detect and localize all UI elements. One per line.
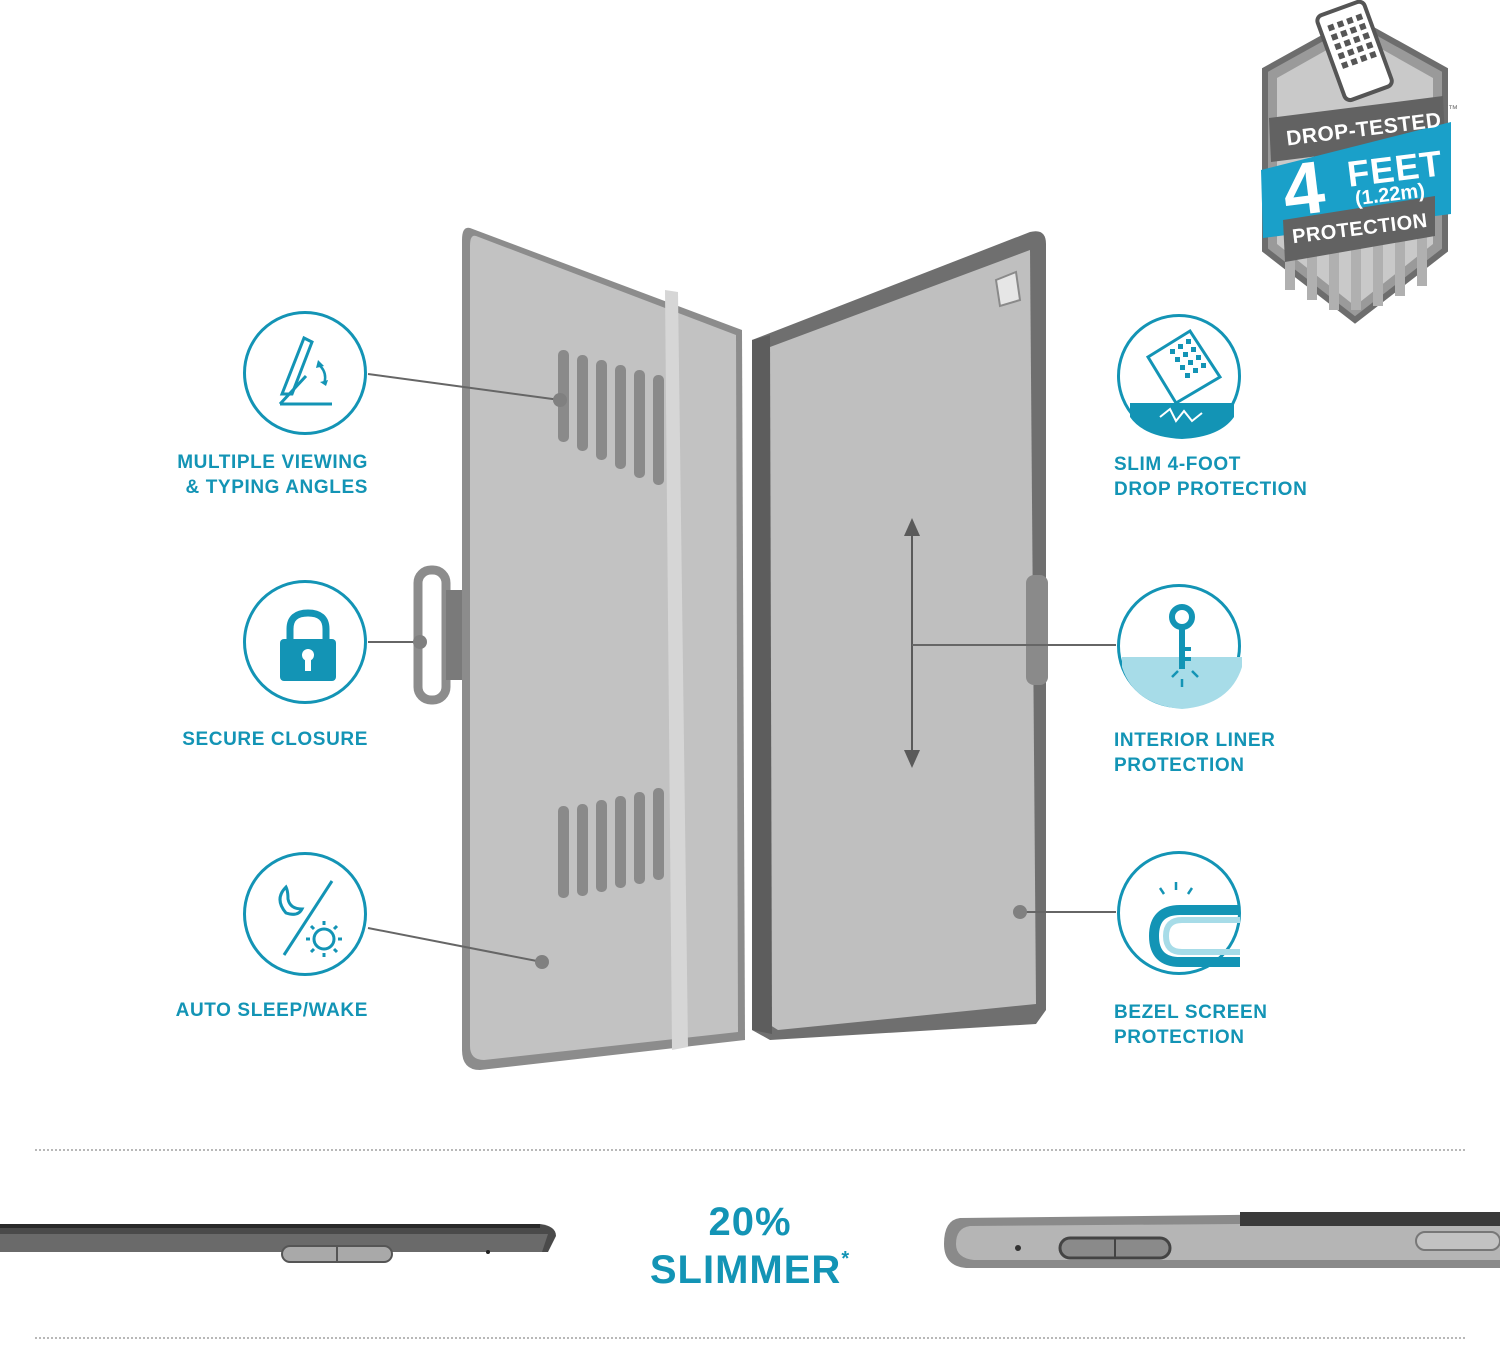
padlock-icon: [243, 580, 367, 704]
divider-bottom: [35, 1337, 1465, 1339]
feature-label-viewing: MULTIPLE VIEWING & TYPING ANGLES: [177, 452, 368, 498]
badge-trademark: ™: [1448, 104, 1458, 115]
feature-label-drop: SLIM 4-FOOT DROP PROTECTION: [1114, 454, 1308, 500]
feature-label-sleep: AUTO SLEEP/WAKE: [175, 1000, 368, 1021]
badge-number: 4: [1278, 144, 1329, 233]
feature-label-bezel: BEZEL SCREEN PROTECTION: [1114, 1002, 1268, 1048]
slim-word: SLIMMER: [649, 1248, 842, 1292]
drop-tested-badge: DROP-TESTED 4 FEET (1.22m) PROTECTION ™: [1255, 0, 1458, 325]
slim-case-left-view: [0, 1224, 556, 1263]
divider-top: [35, 1149, 1465, 1151]
key-scratch-icon: [1117, 584, 1242, 709]
moon-sun-icon: [243, 852, 367, 976]
slim-case-right-view: [944, 1212, 1500, 1268]
slim-asterisk: *: [841, 1248, 851, 1270]
stand-angle-icon: [243, 311, 367, 435]
bezel-edge-icon: [1117, 851, 1241, 975]
feature-label-closure: SECURE CLOSURE: [182, 729, 368, 750]
slim-percent: 20%: [708, 1200, 792, 1244]
drop-impact-icon: [1117, 314, 1241, 439]
feature-label-liner: INTERIOR LINER PROTECTION: [1114, 730, 1276, 776]
slim-word-row: SLIMMER*: [600, 1248, 900, 1293]
